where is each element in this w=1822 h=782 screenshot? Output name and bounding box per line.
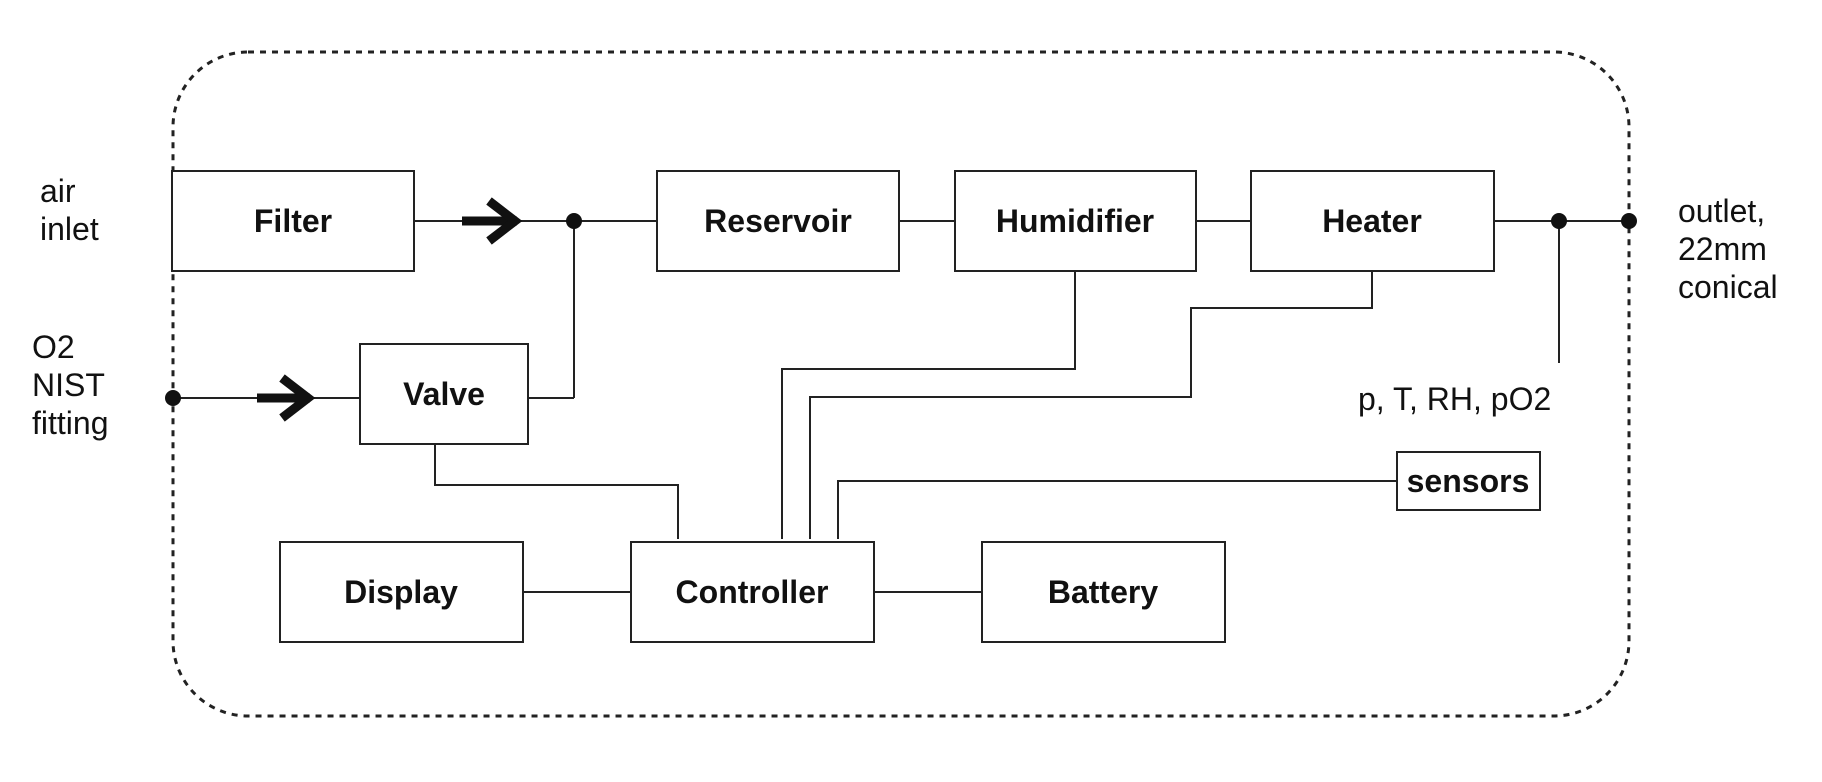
controller-block: Controller: [630, 541, 875, 643]
filter-block: Filter: [171, 170, 415, 272]
reservoir-label: Reservoir: [704, 203, 852, 239]
heater-label: Heater: [1322, 203, 1422, 239]
o2-inlet-label: O2 NIST fitting: [32, 329, 108, 441]
air-inlet-line-2: inlet: [40, 211, 99, 247]
sensor-parameters-label: p, T, RH, pO2: [1358, 381, 1551, 417]
sensors-block: sensors: [1396, 451, 1541, 511]
arrow-o2-head: [279, 374, 316, 422]
controller-label: Controller: [676, 574, 829, 610]
o2-inlet-line-2: NIST: [32, 367, 105, 403]
wire-heater-controller: [809, 271, 1373, 539]
reservoir-block: Reservoir: [656, 170, 900, 272]
wire-valve-controller: [434, 444, 679, 539]
outlet-line-2: 22mm: [1678, 231, 1767, 267]
junction-dot-mix: [566, 213, 582, 229]
wire-sensors-controller: [837, 480, 1397, 539]
filter-label: Filter: [254, 203, 332, 239]
heater-block: Heater: [1250, 170, 1495, 272]
arrow-air-head: [486, 197, 523, 245]
device-enclosure: [171, 50, 1631, 718]
air-inlet-label: air inlet: [40, 173, 99, 247]
outlet-line-3: conical: [1678, 269, 1778, 305]
outlet-label: outlet, 22mm conical: [1678, 193, 1778, 305]
o2-inlet-line-1: O2: [32, 329, 75, 365]
air-inlet-line-1: air: [40, 173, 76, 209]
valve-block: Valve: [359, 343, 529, 445]
humidifier-label: Humidifier: [996, 203, 1154, 239]
battery-block: Battery: [981, 541, 1226, 643]
humidifier-block: Humidifier: [954, 170, 1197, 272]
valve-label: Valve: [403, 376, 485, 412]
o2-port-dot: [165, 390, 181, 406]
junction-dot-sensor: [1551, 213, 1567, 229]
outlet-line-1: outlet,: [1678, 193, 1765, 229]
outlet-port-dot: [1621, 213, 1637, 229]
wire-humidifier-controller: [781, 271, 1076, 539]
display-block: Display: [279, 541, 524, 643]
sensors-label: sensors: [1407, 463, 1530, 499]
display-label: Display: [344, 574, 458, 610]
o2-inlet-line-3: fitting: [32, 405, 108, 441]
battery-label: Battery: [1048, 574, 1158, 610]
